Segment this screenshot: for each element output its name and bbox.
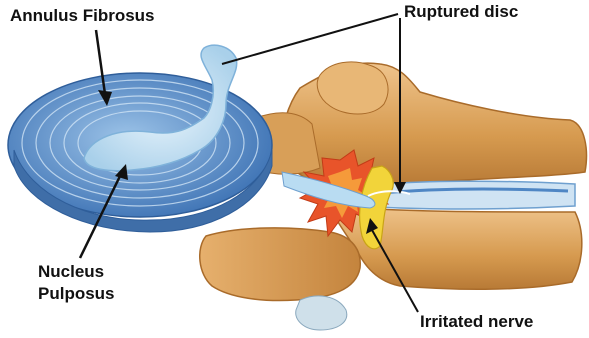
label-annulus-fibrosus: Annulus Fibrosus [10,6,155,26]
label-nucleus: Nucleus [38,262,104,282]
label-irritated-nerve: Irritated nerve [420,312,533,332]
label-ruptured-disc: Ruptured disc [404,2,518,22]
label-pulposus: Pulposus [38,284,115,304]
